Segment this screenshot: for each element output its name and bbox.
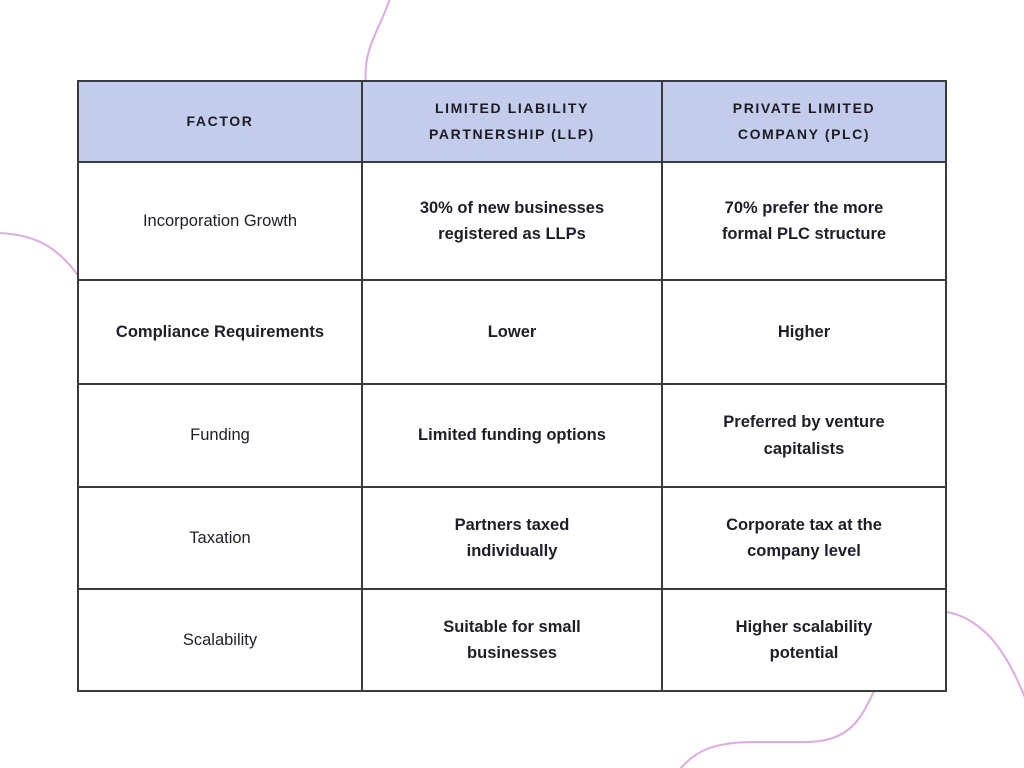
plc-cell: Preferred by venture capitalists xyxy=(661,383,947,488)
comparison-table: FACTOR LIMITED LIABILITY PARTNERSHIP (LL… xyxy=(77,80,947,692)
factor-cell: Incorporation Growth xyxy=(77,161,363,281)
right-edge-curve xyxy=(941,610,1024,698)
plc-cell: 70% prefer the more formal PLC structure xyxy=(661,161,947,281)
plc-cell: Higher xyxy=(661,279,947,385)
table-row-incorporation-growth: Incorporation Growth 30% of new business… xyxy=(77,161,947,281)
factor-cell: Taxation xyxy=(77,486,363,590)
top-center-curve xyxy=(364,0,391,87)
llp-cell: 30% of new businesses registered as LLPs xyxy=(361,161,663,281)
table-row-taxation: Taxation Partners taxed individually Cor… xyxy=(77,486,947,590)
header-factor: FACTOR xyxy=(77,80,363,163)
llp-cell: Suitable for small businesses xyxy=(361,588,663,692)
plc-cell: Corporate tax at the company level xyxy=(661,486,947,590)
llp-cell: Limited funding options xyxy=(361,383,663,488)
llp-cell: Lower xyxy=(361,279,663,385)
factor-cell: Funding xyxy=(77,383,363,488)
header-row: FACTOR LIMITED LIABILITY PARTNERSHIP (LL… xyxy=(77,80,947,163)
factor-cell: Compliance Requirements xyxy=(77,279,363,385)
header-llp: LIMITED LIABILITY PARTNERSHIP (LLP) xyxy=(361,80,663,163)
llp-vs-plc-table: FACTOR LIMITED LIABILITY PARTNERSHIP (LL… xyxy=(77,80,947,692)
header-plc: PRIVATE LIMITED COMPANY (PLC) xyxy=(661,80,947,163)
bottom-edge-curve xyxy=(679,686,877,768)
table-row-compliance-requirements: Compliance Requirements Lower Higher xyxy=(77,279,947,385)
left-edge-curve xyxy=(0,232,81,279)
table-row-scalability: Scalability Suitable for small businesse… xyxy=(77,588,947,692)
factor-cell: Scalability xyxy=(77,588,363,692)
plc-cell: Higher scalability potential xyxy=(661,588,947,692)
table-row-funding: Funding Limited funding options Preferre… xyxy=(77,383,947,488)
llp-cell: Partners taxed individually xyxy=(361,486,663,590)
